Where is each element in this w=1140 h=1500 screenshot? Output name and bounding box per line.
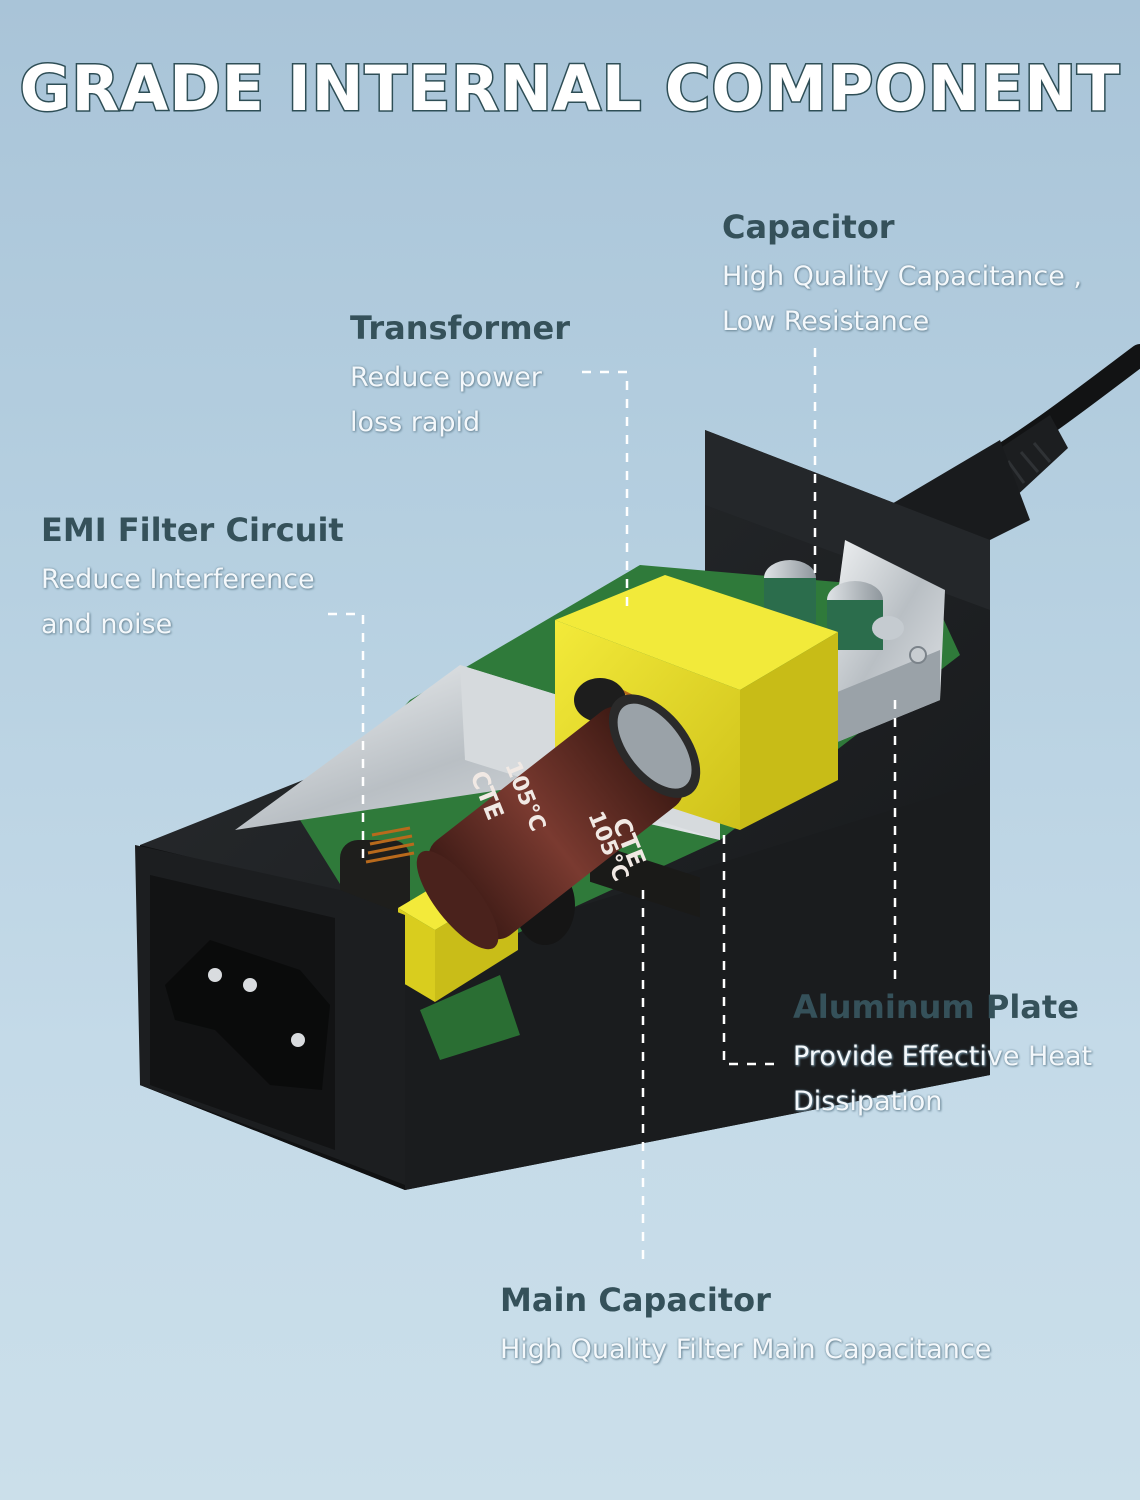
capacitor-heading: Capacitor: [722, 208, 895, 246]
ac-inlet: [135, 845, 405, 1185]
main-capacitor-description: High Quality Filter Main Capacitance: [500, 1327, 991, 1372]
main-capacitor: CTE 105°C CTE 105°C: [416, 694, 701, 950]
leader-transformer: [582, 370, 629, 615]
main-capacitor-line-1: High Quality Filter Main Capacitance: [500, 1334, 992, 1366]
page-title: GRADE INTERNAL COMPONENT: [18, 51, 1121, 127]
transformer-line-1: Reduce power: [350, 362, 542, 394]
capacitor-line-2: Low Resistance: [722, 306, 930, 338]
transformer-heading: Transformer: [350, 309, 571, 347]
callout-emi-filter: EMI Filter Circuit Reduce Interference a…: [41, 511, 344, 647]
inlet-pin-3: [291, 1033, 305, 1047]
leader-lines: [328, 348, 897, 1266]
inlet-pin-2: [243, 978, 257, 992]
aluminum-description: Provide Effective Heat Dissipation: [793, 1034, 1092, 1124]
callout-capacitor: Capacitor High Quality Capacitance , Low…: [722, 208, 1082, 344]
main-capacitor-heading: Main Capacitor: [500, 1281, 771, 1319]
leader-aluminum-2: [722, 835, 778, 1066]
callout-main-capacitor: Main Capacitor High Quality Filter Main …: [500, 1281, 991, 1372]
transformer-line-2: loss rapid: [350, 407, 481, 439]
callout-transformer: Transformer Reduce power loss rapid: [350, 309, 570, 445]
emi-heading: EMI Filter Circuit: [41, 511, 344, 549]
aluminum-heading: Aluminum Plate: [793, 988, 1079, 1026]
aluminum-line-2: Dissipation: [793, 1086, 943, 1118]
emi-description: Reduce Interference and noise: [41, 557, 344, 647]
transformer-description: Reduce power loss rapid: [350, 355, 570, 445]
inlet-pin-1: [208, 968, 222, 982]
emi-line-1: Reduce Interference: [41, 564, 315, 596]
pcb-edge: [420, 975, 520, 1060]
callout-aluminum-plate: Aluminum Plate Provide Effective Heat Di…: [793, 988, 1092, 1124]
aluminum-line-1: Provide Effective Heat: [793, 1041, 1093, 1073]
leader-emi: [328, 612, 365, 862]
emi-line-2: and noise: [41, 609, 173, 641]
capacitor-description: High Quality Capacitance , Low Resistanc…: [722, 254, 1082, 344]
capacitor-line-1: High Quality Capacitance ,: [722, 261, 1082, 293]
